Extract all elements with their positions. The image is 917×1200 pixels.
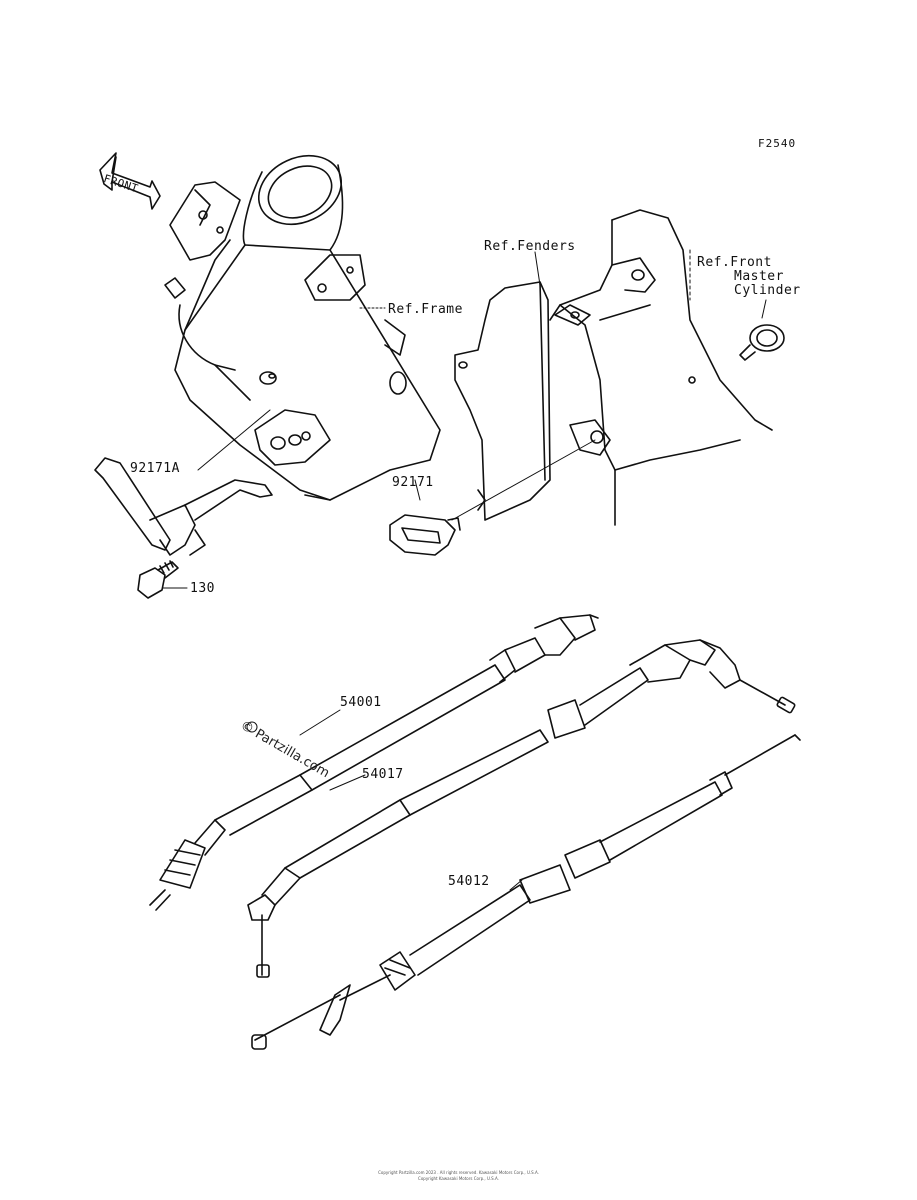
fender-piece xyxy=(454,281,551,521)
label-54017: 54017 xyxy=(362,767,404,782)
copyright-line-2: Copyright Kawasaki Motors Corp., U.S.A. xyxy=(418,1176,499,1181)
master-cylinder-bracket xyxy=(549,209,785,526)
copyright-symbol-icon xyxy=(246,721,258,733)
label-ref-fenders: Ref.Fenders xyxy=(484,239,576,254)
clamp-92171 xyxy=(389,514,461,556)
frame-head xyxy=(164,154,441,501)
label-54001: 54001 xyxy=(340,695,382,710)
label-ref-frame: Ref.Frame xyxy=(388,302,463,317)
figure-code: F2540 xyxy=(758,137,797,150)
label-92171a: 92171A xyxy=(130,461,180,476)
front-arrow-icon xyxy=(99,152,161,210)
cable-54012 xyxy=(251,734,801,1050)
label-ref-front: Ref.Front xyxy=(697,255,772,270)
copyright-line-1: Copyright Partzilla.com 2023 . All right… xyxy=(378,1170,539,1175)
label-master: Master xyxy=(734,269,784,284)
cable-54017 xyxy=(247,639,796,978)
label-cylinder: Cylinder xyxy=(734,283,801,298)
clamp-92171a xyxy=(94,457,273,556)
bolt-130 xyxy=(137,560,179,599)
label-130: 130 xyxy=(190,581,215,596)
label-92171: 92171 xyxy=(392,475,434,490)
label-54012: 54012 xyxy=(448,874,490,889)
cable-54001 xyxy=(149,614,599,911)
leader-lines xyxy=(162,249,767,891)
